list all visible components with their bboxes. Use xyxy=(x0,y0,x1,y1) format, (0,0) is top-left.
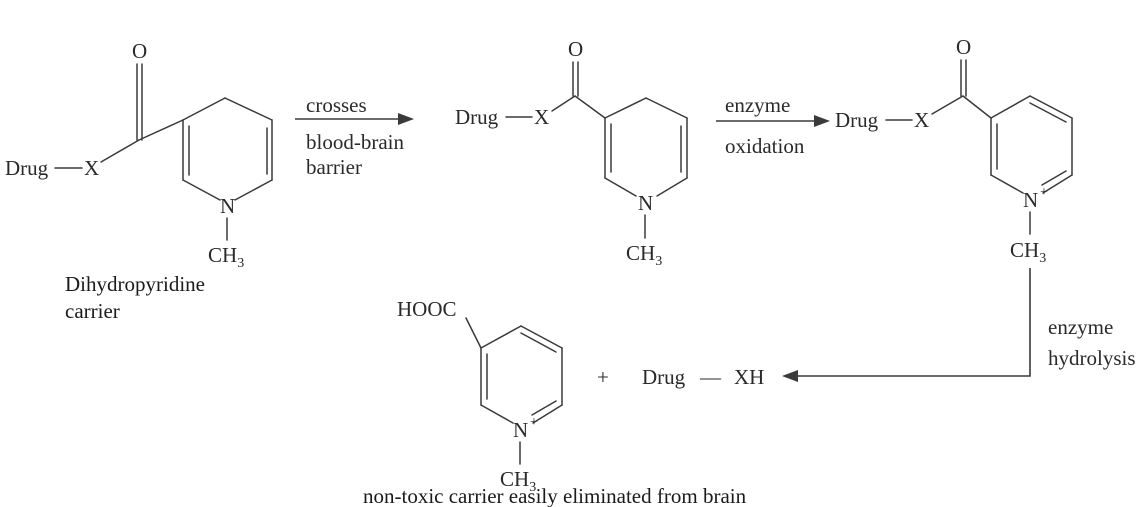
nitrogen-label: N xyxy=(1023,188,1038,212)
acid-ring-bond xyxy=(465,317,482,349)
oxygen-label: O xyxy=(568,37,583,61)
methyl-label: CH3 xyxy=(1010,238,1046,266)
x-carbonyl-bond xyxy=(551,95,576,112)
step1-label-line3: barrier xyxy=(306,155,362,179)
bottom-caption: non-toxic carrier easily eliminated from… xyxy=(363,484,747,507)
oxygen-label: O xyxy=(956,35,971,59)
x-label: X xyxy=(84,156,99,180)
x-label: X xyxy=(914,108,929,132)
nitrogen-label: N xyxy=(220,194,235,218)
carbonyl-ring-bond xyxy=(138,119,184,141)
step3-label-line1: enzyme xyxy=(1048,315,1113,339)
step2-label-line2: oxidation xyxy=(725,134,805,158)
methyl-label: CH3 xyxy=(500,467,536,495)
x-carbonyl-bond xyxy=(931,95,964,115)
drug-label: Drug xyxy=(455,105,499,129)
arrow-step-crosses-bbb: crosses blood-brain barrier xyxy=(295,93,414,179)
nitrogen-label: N xyxy=(638,191,653,215)
carbonyl-ring-bond xyxy=(574,95,606,119)
carrier-caption: Dihydropyridine carrier xyxy=(65,272,205,323)
carrier-caption-line1: Dihydropyridine xyxy=(65,272,205,296)
arrow-step-enzyme-oxidation: enzyme oxidation xyxy=(716,93,830,158)
arrow-head xyxy=(782,370,798,382)
nitrogen-label: N xyxy=(513,418,528,442)
released-drug: Drug — XH xyxy=(642,365,764,389)
plus-sign: + xyxy=(597,365,609,389)
molecule-pyridinium-salt: Drug X O N + CH3 xyxy=(835,35,1073,266)
molecule-carrier-in-brain: Drug X O N CH3 xyxy=(455,37,688,269)
arrow-step-enzyme-hydrolysis: enzyme hydrolysis xyxy=(782,268,1136,382)
molecule-nicotinic-acid-carrier: HOOC N + CH3 xyxy=(397,297,563,495)
dihydropyridine-ring xyxy=(604,97,688,197)
step1-label-line1: crosses xyxy=(306,93,367,117)
drug-label: Drug xyxy=(642,365,686,389)
methyl-label: CH3 xyxy=(208,243,244,271)
molecule-dihydropyridine-carrier: Drug X O N CH3 xyxy=(5,39,273,271)
step3-label-line2: hydrolysis xyxy=(1048,346,1136,370)
drug-label: Drug xyxy=(835,108,879,132)
charge-label: + xyxy=(530,415,538,430)
x-carbonyl-bond xyxy=(100,139,140,163)
charge-label: + xyxy=(1040,185,1048,200)
pyridinium-ring xyxy=(480,325,563,424)
pyridinium-ring xyxy=(990,95,1073,194)
drug-label: Drug xyxy=(5,156,49,180)
dash-label: — xyxy=(699,365,722,389)
arrow-head xyxy=(398,113,414,125)
dihydropyridine-ring xyxy=(182,97,273,201)
methyl-label: CH3 xyxy=(626,241,662,269)
step1-label-line2: blood-brain xyxy=(306,130,404,154)
x-label: X xyxy=(534,105,549,129)
carrier-caption-line2: carrier xyxy=(65,299,120,323)
carbonyl-ring-bond xyxy=(962,95,992,119)
oxygen-label: O xyxy=(132,39,147,63)
step2-label-line1: enzyme xyxy=(725,93,790,117)
arrow-head xyxy=(814,115,830,127)
arrow-line xyxy=(797,268,1031,377)
acid-label: HOOC xyxy=(397,297,457,321)
xh-label: XH xyxy=(734,365,764,389)
